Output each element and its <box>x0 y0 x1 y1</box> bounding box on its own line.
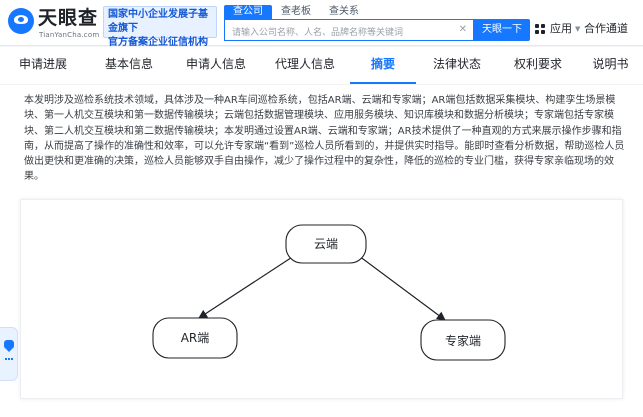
more-dots-icon <box>5 358 13 360</box>
ar-node-box <box>152 317 238 359</box>
logo-subtitle: TianYanCha.com <box>39 31 100 39</box>
slogan-line-2: 官方备案企业征信机构 <box>108 37 208 48</box>
abstract-section: 本发明涉及巡检系统技术领域，具体涉及一种AR车间巡检系统，包括AR端、云端和专家… <box>0 85 643 417</box>
search-tab-relation[interactable]: 查关系 <box>329 6 359 17</box>
eye-logo-icon[interactable] <box>8 8 34 34</box>
tab-application-progress[interactable]: 申请进展 <box>18 57 67 71</box>
chat-icon <box>4 340 14 352</box>
chevron-down-icon: ▼ <box>575 25 581 33</box>
expert-node-box <box>420 319 506 361</box>
cloud-node-label: 云端 <box>314 237 338 251</box>
search-type-tabs: 查公司 查老板 查关系 <box>224 5 368 19</box>
tab-claims[interactable]: 权利要求 <box>513 57 562 71</box>
tab-description[interactable]: 说明书 <box>592 57 629 71</box>
logo-text[interactable]: 天眼查 <box>38 7 99 29</box>
detail-tabs: 申请进展 基本信息 申请人信息 代理人信息 摘要 法律状态 权利要求 说明书 <box>0 47 643 84</box>
system-diagram: 云端 AR端 专家端 <box>152 224 506 361</box>
cloud-node-box <box>285 224 367 264</box>
ar-node-label: AR端 <box>181 331 210 345</box>
customer-service-widget[interactable] <box>0 327 18 381</box>
slogan-badge: 国家中小企业发展子基金旗下 官方备案企业征信机构 <box>103 6 217 48</box>
search-input[interactable] <box>225 23 473 43</box>
slogan-line-1: 国家中小企业发展子基金旗下 <box>108 9 208 34</box>
abstract-figure: 云端 AR端 专家端 <box>20 199 623 399</box>
search-tab-company[interactable]: 查公司 <box>224 5 272 19</box>
search-tab-boss[interactable]: 查老板 <box>281 6 311 17</box>
tab-basic-info[interactable]: 基本信息 <box>104 57 153 71</box>
clear-icon[interactable]: ✕ <box>458 24 467 35</box>
cooperation-link[interactable]: 合作通道 <box>584 22 628 35</box>
abstract-text: 本发明涉及巡检系统技术领域，具体涉及一种AR车间巡检系统，包括AR端、云端和专家… <box>24 95 625 183</box>
grid-icon <box>535 23 546 35</box>
top-header: 天眼查 TianYanCha.com 国家中小企业发展子基金旗下 官方备案企业征… <box>0 0 643 48</box>
app-menu[interactable]: 应用 ▼ <box>535 22 580 36</box>
tab-applicant-info[interactable]: 申请人信息 <box>185 57 246 71</box>
cloud-expert-link <box>350 249 446 321</box>
app-menu-label: 应用 <box>550 22 572 35</box>
search-button[interactable]: 天眼一下 <box>474 19 530 41</box>
ar-cloud-link <box>198 249 304 319</box>
tab-agent-info[interactable]: 代理人信息 <box>274 57 335 71</box>
search-box: ✕ <box>224 19 474 43</box>
tab-abstract[interactable]: 摘要 <box>350 47 416 84</box>
expert-node-label: 专家端 <box>445 333 481 348</box>
tab-legal-status[interactable]: 法律状态 <box>432 57 481 71</box>
